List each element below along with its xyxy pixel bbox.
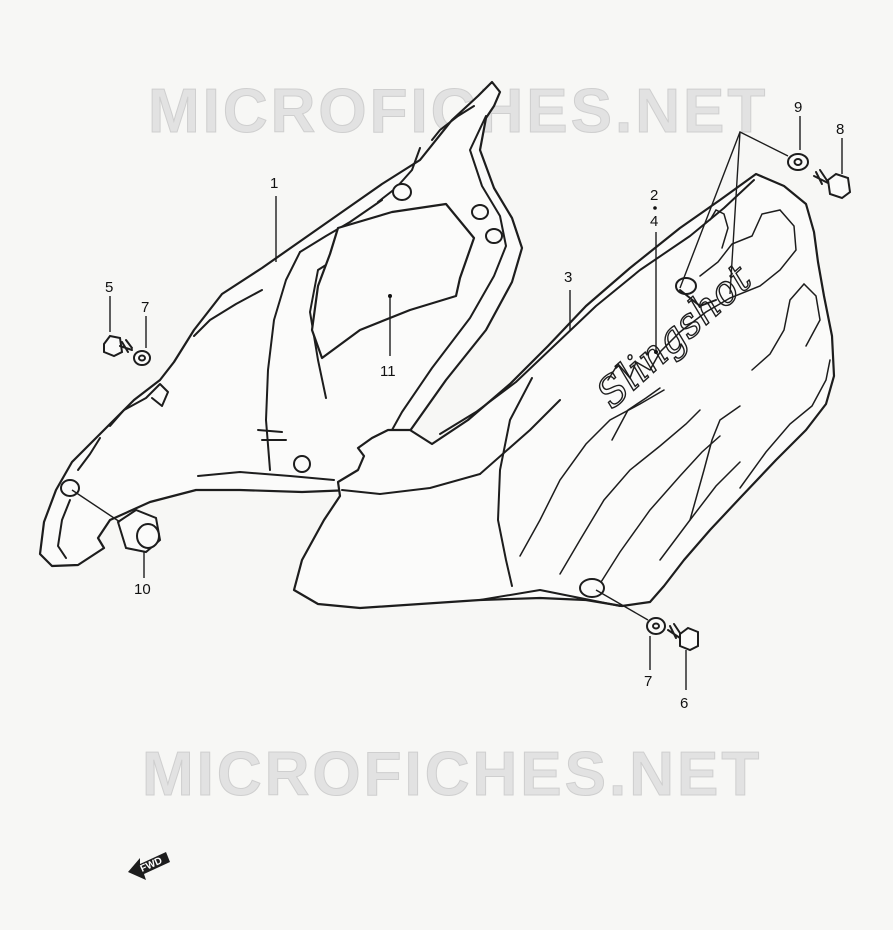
callout-4: 4 <box>650 213 658 230</box>
callout-3: 3 <box>564 269 572 286</box>
callout-dot <box>388 294 392 298</box>
fwd-label: FWD <box>139 855 164 874</box>
callout-9: 9 <box>794 99 802 116</box>
bolt[interactable] <box>103 334 133 358</box>
callout-11: 11 <box>380 363 396 380</box>
callout-7-right: 7 <box>644 673 652 690</box>
callout-6: 6 <box>680 695 688 712</box>
grommet[interactable] <box>71 489 162 554</box>
bolt[interactable] <box>667 623 699 652</box>
callout-7-left: 7 <box>141 299 149 316</box>
watermark-bottom: MICROFICHES.NET <box>142 740 762 809</box>
bolt[interactable] <box>813 169 852 200</box>
frame-cover-left[interactable] <box>38 80 524 568</box>
callout-2: 2 <box>650 187 658 204</box>
side-cover-right[interactable]: Slingshot <box>292 172 836 610</box>
forward-arrow-icon: FWD <box>128 852 170 880</box>
callout-dot <box>653 206 657 210</box>
callout-1: 1 <box>270 175 278 192</box>
washer[interactable] <box>787 153 809 171</box>
washer[interactable] <box>133 350 151 366</box>
callout-5: 5 <box>105 279 113 296</box>
callout-10: 10 <box>134 581 151 598</box>
watermark-top: MICROFICHES.NET <box>148 77 768 146</box>
leader-line <box>595 589 649 621</box>
callout-8: 8 <box>836 121 844 138</box>
callout-dot <box>654 350 658 354</box>
washer[interactable] <box>646 617 666 635</box>
leader-line <box>679 131 789 295</box>
